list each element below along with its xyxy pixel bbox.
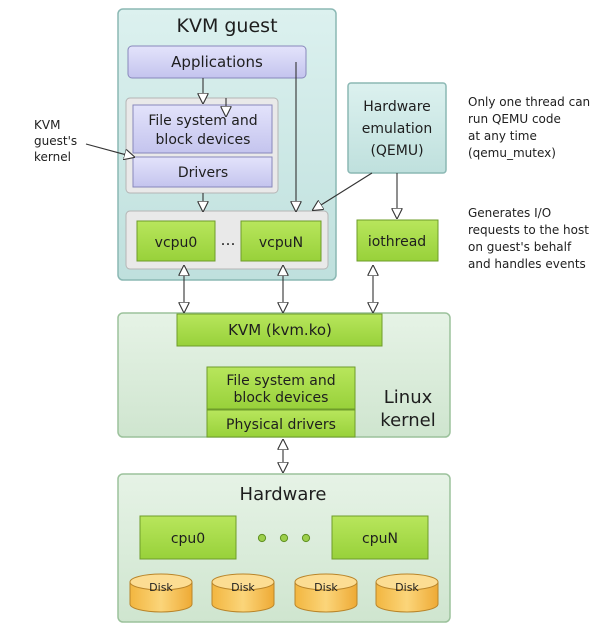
vcpuN-label: vcpuN [259, 235, 303, 251]
guest-fs-block-line1: File system and [148, 113, 257, 129]
vcpu-ellipsis: … [221, 231, 236, 249]
mutex-note-line4: (qemu_mutex) [468, 146, 556, 160]
iothread-note-line4: and handles events [468, 257, 586, 271]
mutex-note-line2: run QEMU code [468, 112, 561, 126]
linux-kernel-panel: KVM (kvm.ko) File system and block devic… [117, 312, 451, 438]
qemu-line3: (QEMU) [370, 143, 423, 159]
disk-label: Disk [231, 581, 255, 594]
guest-drivers-label: Drivers [178, 165, 228, 181]
vcpu0-label: vcpu0 [155, 235, 198, 251]
iothread-note-line3: on guest's behalf [468, 240, 572, 254]
guest-drivers-box [132, 156, 273, 188]
disk: Disk [129, 573, 193, 613]
hardware-panel: Hardware cpu0 cpuN Disk Disk Disk Disk [117, 473, 451, 623]
guest-kernel-box: File system and block devices Drivers [125, 97, 279, 194]
vcpu-group: vcpu0 … vcpuN [125, 210, 329, 270]
cpu-ellipsis-dot [301, 533, 311, 543]
iothread-note-line2: requests to the host [468, 223, 589, 237]
cpu-ellipsis-dot [257, 533, 267, 543]
qemu-mutex-note: Only one thread can run QEMU code at any… [468, 95, 590, 160]
linux-kernel-title-line2: kernel [380, 410, 435, 431]
disk: Disk [294, 573, 358, 613]
applications-box: Applications [127, 45, 307, 79]
disk: Disk [211, 573, 275, 613]
host-fs-block-box [206, 366, 356, 410]
vcpu0-box [136, 220, 216, 262]
iothread-box: iothread [356, 219, 439, 262]
disk-label: Disk [314, 581, 338, 594]
physical-drivers-label: Physical drivers [226, 417, 336, 433]
arrow-kernel-label-pointer [85, 143, 134, 157]
host-fs-block-line1: File system and [226, 373, 335, 389]
guest-kernel-label: KVM guest's kernel [34, 118, 77, 164]
disk: Disk [375, 573, 439, 613]
vcpuN-box [240, 220, 322, 262]
cpu0-label: cpu0 [171, 531, 205, 547]
qemu-line2: emulation [362, 121, 432, 137]
qemu-line1: Hardware [363, 99, 431, 115]
iothread-note-line1: Generates I/O [468, 206, 551, 220]
guest-kernel-line2: guest's [34, 134, 77, 148]
iothread-note: Generates I/O requests to the host on gu… [468, 206, 589, 271]
applications-label: Applications [171, 53, 263, 71]
guest-fs-block-line2: block devices [156, 132, 251, 148]
iothread-label: iothread [368, 234, 426, 250]
connectors [85, 62, 397, 472]
disk-label: Disk [395, 581, 419, 594]
linux-kernel-title-line1: Linux [384, 387, 433, 408]
kvm-guest-panel: KVM guest Applications File system and b… [117, 8, 337, 281]
cpu0-box [139, 515, 237, 560]
kvm-module-box [176, 313, 383, 347]
mutex-note-line1: Only one thread can [468, 95, 590, 109]
physical-drivers-box [206, 409, 356, 438]
cpuN-box [331, 515, 429, 560]
cpuN-label: cpuN [362, 531, 398, 547]
kvm-module-label: KVM (kvm.ko) [228, 321, 332, 339]
guest-kernel-line3: kernel [34, 150, 71, 164]
disk-label: Disk [149, 581, 173, 594]
arrow-qemu-to-vcpuN [313, 172, 373, 210]
qemu-box: Hardware emulation (QEMU) [347, 82, 447, 174]
guest-kernel-line1: KVM [34, 118, 60, 132]
cpu-ellipsis-dot [279, 533, 289, 543]
host-fs-block-line2: block devices [234, 390, 329, 406]
mutex-note-line3: at any time [468, 129, 537, 143]
kvm-guest-title: KVM guest [176, 15, 277, 37]
hardware-title: Hardware [240, 484, 327, 505]
guest-fs-block-box [132, 104, 273, 154]
